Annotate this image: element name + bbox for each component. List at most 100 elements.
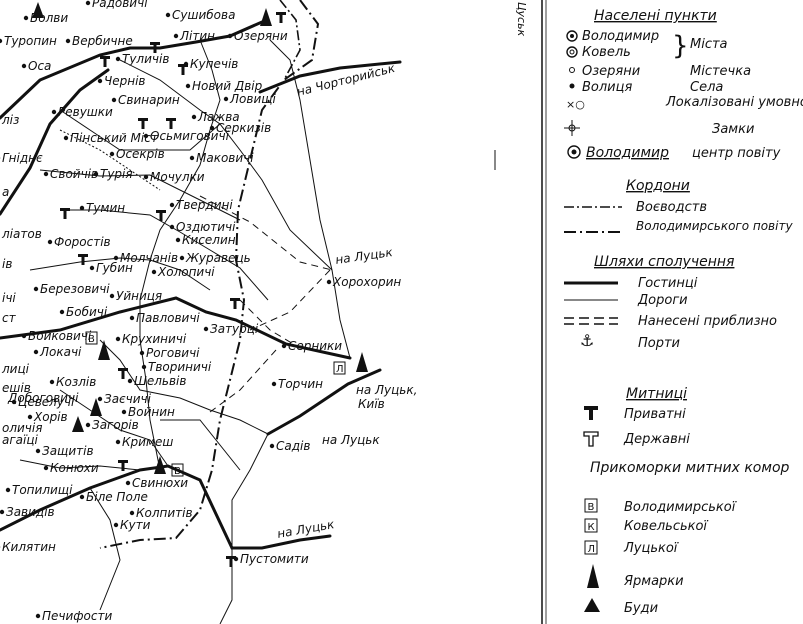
settlement-label-tseviluchi: Цевелучі [18,395,75,409]
highway-south [0,464,332,550]
box-k-letter: К [588,522,595,533]
settlement-dot [33,286,39,292]
partial-settlement-label: оличія [2,421,42,435]
settlement-label-turopyn: Туропин [4,34,57,48]
settlement-label-pavlovychi: Павловичі [136,311,200,325]
private-customs-icon [60,208,70,219]
private-customs-icon [118,368,128,379]
highway-north-east [258,60,402,94]
settlement-label-koziv: Козлів [56,375,96,389]
legend-povit-label: Володимирського повіту [636,219,793,233]
settlement-dot [109,151,115,157]
settlement-label-berezovychi: Березовичі [40,282,110,296]
settlement-label-cherniv: Чернів [104,74,145,88]
partial-settlement-label: ічі [2,291,16,305]
settlement-label-bile-pole: Біле Поле [86,490,148,504]
settlement-dot [5,487,11,493]
road-direction-label: Київ [358,397,385,411]
fair-icon [72,416,84,432]
legend-village-example: Волиця [582,80,632,95]
settlement-dot [115,336,121,342]
box-v-marker [85,331,98,345]
settlement-dot [223,96,229,102]
partial-settlement-label: ліз [1,113,19,127]
settlement-label-koniukhy: Конюхи [50,461,99,475]
settlement-label-kupechiv: Купечів [190,57,238,71]
legend-center-label: центр повіту [692,146,781,161]
legend: Населені пункти Володимир Ковель } Міста… [564,8,803,616]
fair-icon [260,8,272,26]
settlement-dot [21,63,27,69]
settlement-dot [113,255,119,261]
settlement-label-kyliatyn: Килятин [2,540,56,554]
settlement-label-zhuravets: Журавець [185,251,251,265]
settlement-dot [33,349,39,355]
settlement-label-novyi-dvir: Новий Двір [192,79,263,93]
box-k-icon [584,518,598,533]
settlement-label-gubyn: Губин [96,261,133,275]
settlement-dot [115,439,121,445]
settlement-dot [0,38,3,44]
settlement-dot [165,12,171,18]
legend-budy-label: Буди [624,601,658,616]
settlement-dot [191,114,197,120]
partial-settlement-label: а [2,185,9,199]
settlement-dot [269,443,275,449]
partial-settlement-label: ліатов [1,227,42,241]
settlement-dot [21,333,27,339]
settlement-label-khoriv: Хорів [33,410,68,424]
settlement-label-sadiv: Садів [276,439,310,453]
settlement-dot [185,83,191,89]
partial-settlement-label: ів [2,257,12,271]
settlement-dot [143,174,149,180]
settlement-dot [35,613,41,619]
settlement-label-tverdyni: Твердині [176,198,233,212]
partial-settlement-label: агаїці [2,433,39,447]
legend-customs-title: Митниці [626,386,687,402]
settlement-label-zaiechychi: Заєчичі [104,392,152,406]
settlement-dot [35,448,41,454]
legend-city1: Володимир [582,29,659,44]
settlement-label-torchyn: Торчин [278,377,323,391]
box-v-letter: В [588,502,595,513]
roads-layer [0,20,402,550]
settlement-label-serkyziv: Серкизів [216,121,271,135]
settlement-dot [63,135,69,141]
settlement-dot [326,279,332,285]
settlement-label-forostiv: Форостів [54,235,111,249]
settlement-dot [175,237,181,243]
road-direction-label: на Луцьк [322,433,380,447]
minor-roads-layer [19,39,351,624]
settlement-label-syshybova: Сушибова [172,8,235,22]
settlement-label-topylyshchi: Топилищі [12,483,73,497]
budy-icon [584,598,600,612]
fair-icon [356,352,368,372]
highway-central [0,296,352,360]
settlement-label-rogovychi: Роговичі [146,346,200,360]
settlement-label-zashchytiv: Защитів [42,444,94,458]
settlement-label-kholopychi: Холопичі [157,265,215,279]
settlement-label-radovychi: Радовичі [92,0,148,10]
settlement-label-osekriv: Осекрів [116,147,165,161]
private-customs-icon [100,56,110,67]
settlement-dot [115,56,121,62]
legend-ports-label: Порти [638,336,680,351]
legend-approx-label: Нанесені приблизно [638,314,777,329]
private-customs-icon [138,118,148,129]
settlement-label-zaturtsi: Затурці [210,322,259,336]
settlement-dot [47,239,53,245]
settlement-dot [93,171,99,177]
settlement-label-krukhynychi: Крухиничі [122,332,187,346]
settlement-dot [85,0,91,6]
settlement-dot [203,326,209,332]
road-direction-label: на Луцьк [334,245,394,267]
settlement-dot [43,465,49,471]
settlement-label-pechyfosty: Печифости [42,609,112,623]
settlement-label-pinskyi-mist: Пінський Міст [70,131,159,145]
settlement-label-verbychne: Вербичне [72,34,133,48]
settlement-dot [79,205,85,211]
settlement-dot [125,480,131,486]
localized-icon: ×○ [566,98,585,111]
